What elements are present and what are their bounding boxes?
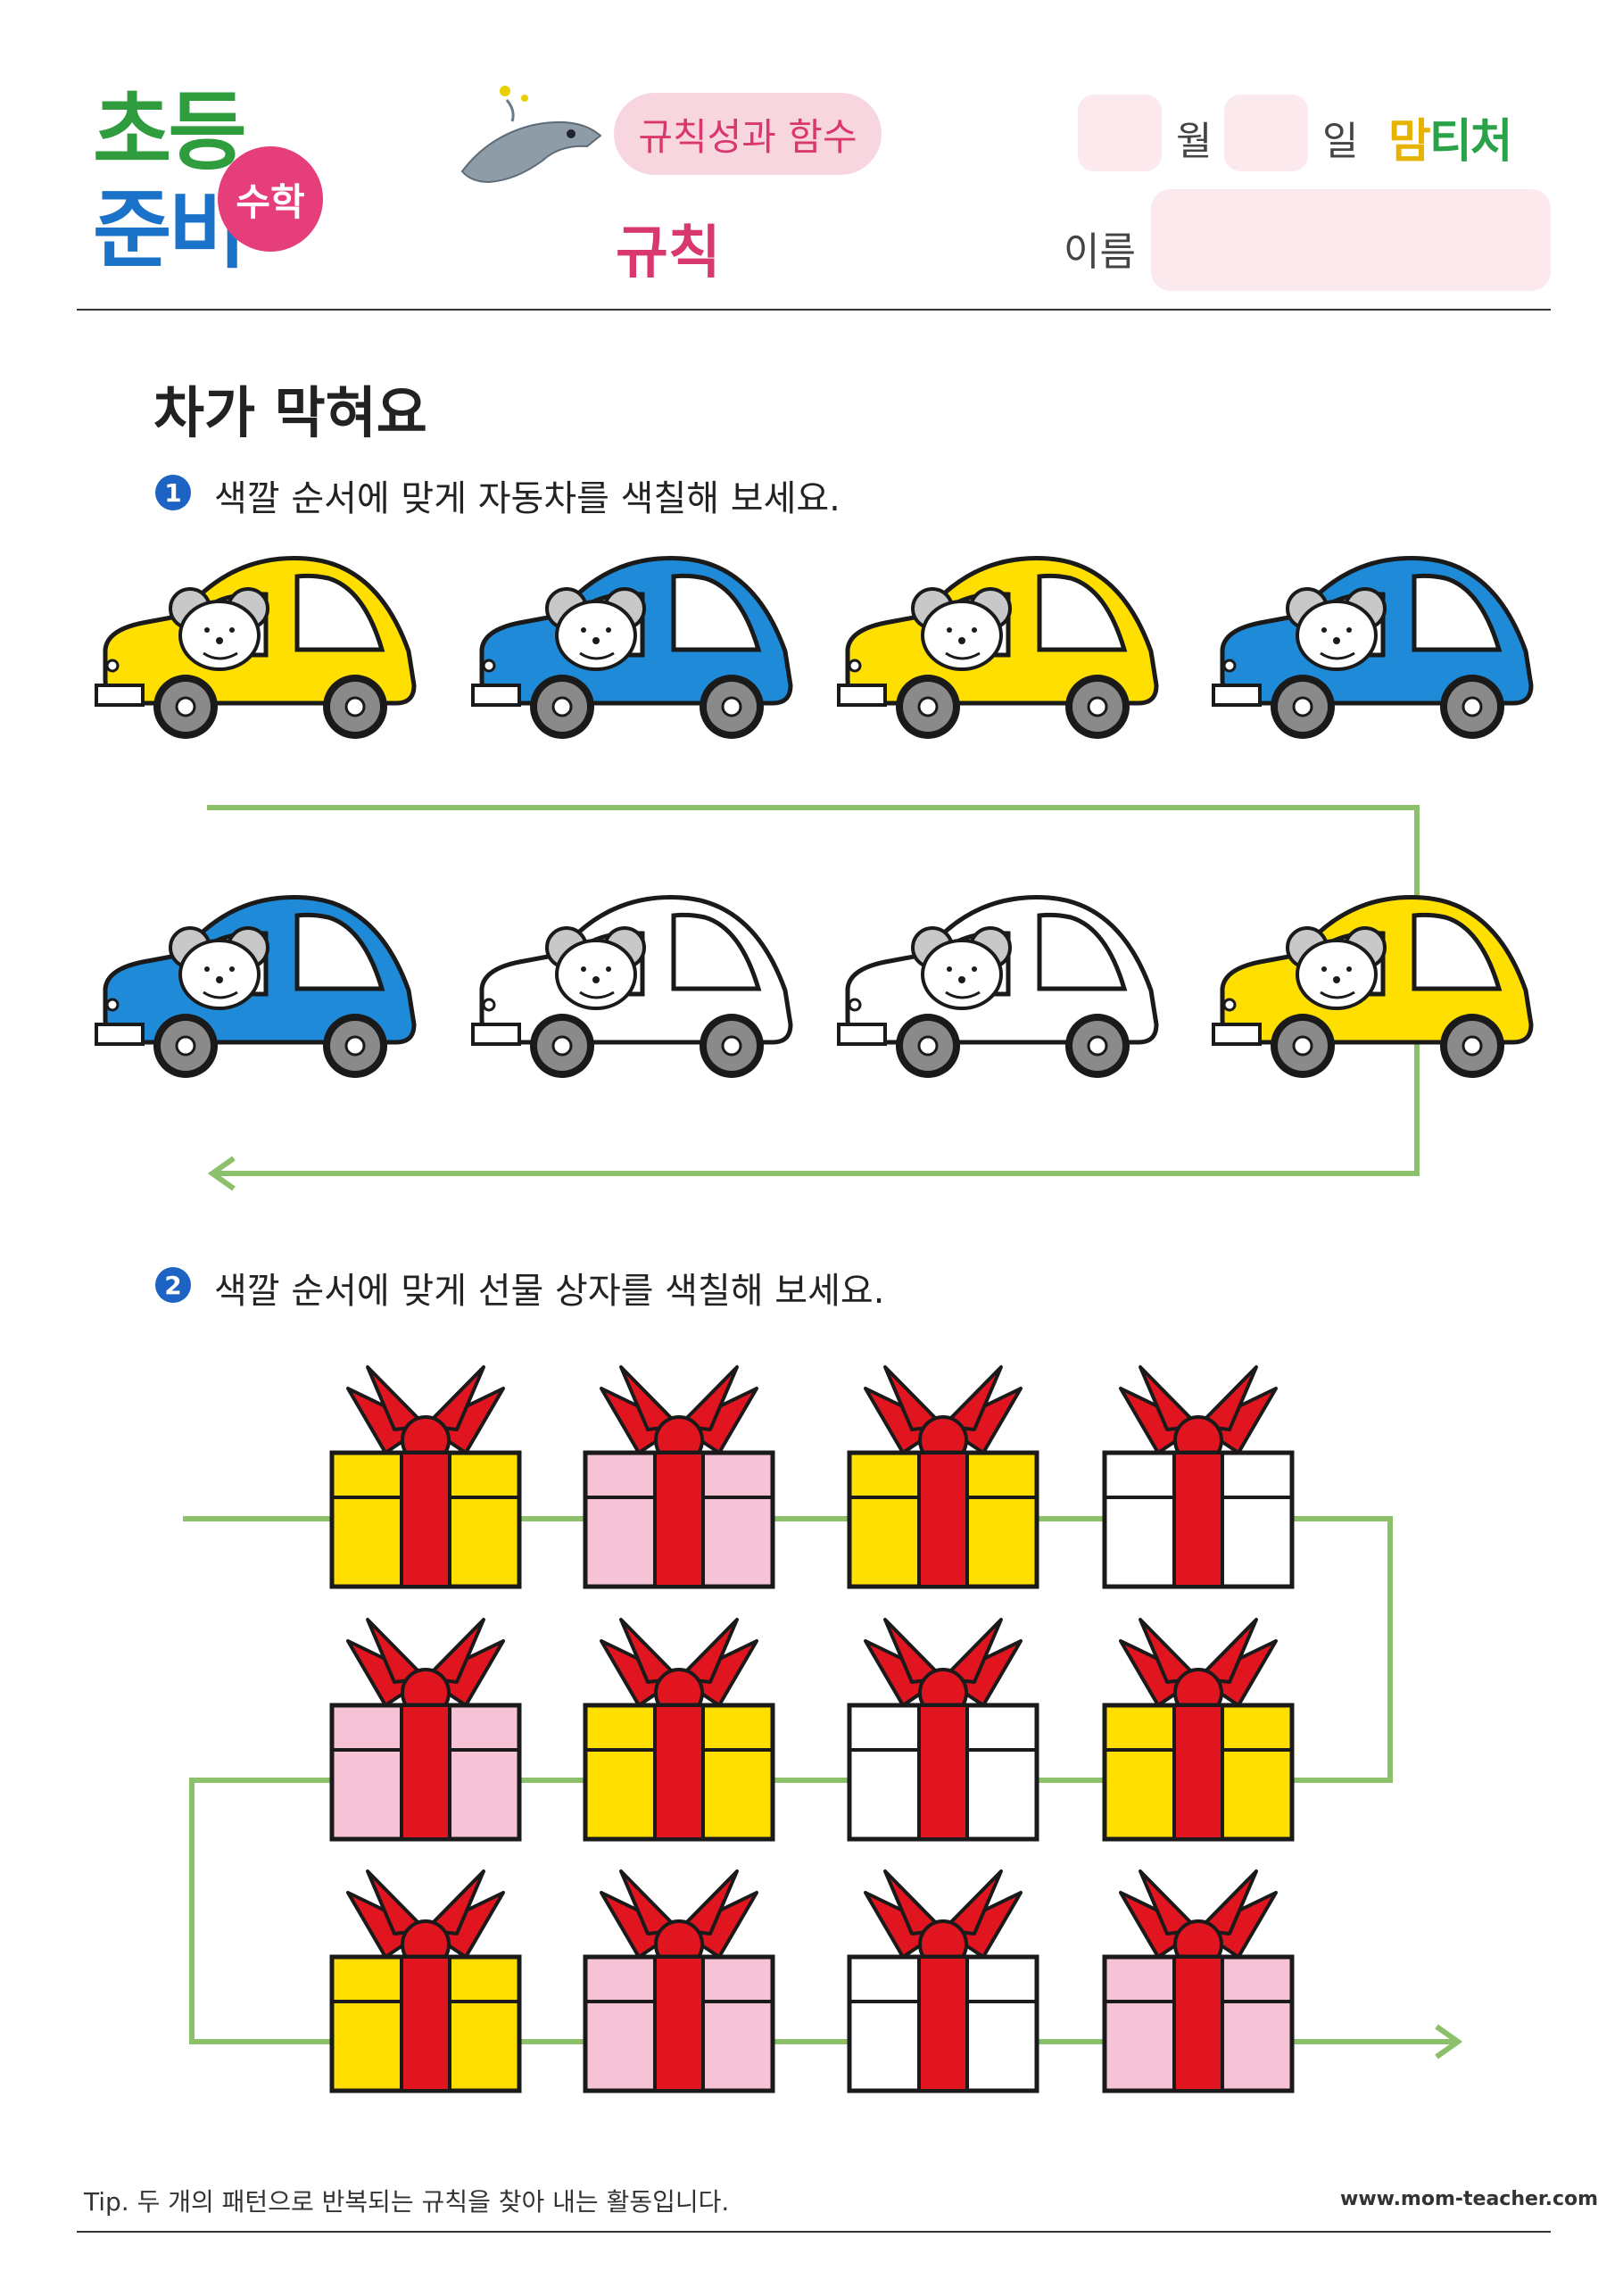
gift-box-yellow[interactable] (847, 1365, 1039, 1589)
question-1-text: 색깔 순서에 맞게 자동차를 색칠해 보세요. (214, 478, 840, 519)
question-2-text: 색깔 순서에 맞게 선물 상자를 색칠해 보세요. (214, 1271, 885, 1312)
gifts-row-3 (329, 1869, 1295, 2093)
footer-divider (77, 2231, 1551, 2233)
gifts-row-2 (329, 1618, 1295, 1842)
car-yellow[interactable] (1212, 895, 1534, 1078)
gift-box-yellow[interactable] (1102, 1618, 1295, 1842)
footer-tip: Tip. 두 개의 패턴으로 반복되는 규칙을 찾아 내는 활동입니다. (84, 2187, 730, 2217)
gift-box-white[interactable] (1102, 1365, 1295, 1589)
name-field[interactable] (1151, 189, 1551, 291)
car-white[interactable] (837, 895, 1159, 1078)
gift-box-yellow[interactable] (329, 1869, 522, 2093)
month-field[interactable] (1078, 95, 1162, 171)
car-blue[interactable] (95, 895, 417, 1078)
worksheet-title: 차가 막혀요 (153, 380, 427, 445)
car-yellow[interactable] (95, 556, 417, 739)
gift-box-pink[interactable] (583, 1869, 775, 2093)
month-label: 월 (1176, 119, 1213, 164)
logo: 초등 준비 수학 (93, 89, 325, 294)
question-1-number: 1 (155, 475, 191, 510)
brand-logo-a: 맘 (1388, 115, 1431, 169)
logo-badge: 수학 (218, 146, 323, 252)
gift-box-pink[interactable] (329, 1618, 522, 1842)
gift-pattern-area (183, 1365, 1463, 2093)
header-divider (77, 309, 1551, 311)
car-blue[interactable] (1212, 556, 1534, 739)
gift-path-arrowhead (1435, 2024, 1463, 2060)
gift-box-pink[interactable] (583, 1365, 775, 1589)
brand-logo-b: 티처 (1428, 115, 1513, 169)
question-2-number: 2 (155, 1267, 191, 1303)
gift-box-yellow[interactable] (329, 1365, 522, 1589)
car-blue[interactable] (471, 556, 793, 739)
name-label: 이름 (1064, 229, 1136, 275)
car-yellow[interactable] (837, 556, 1159, 739)
brand-logo: 맘티처 (1388, 104, 1513, 170)
car-path-arrowhead (207, 1156, 236, 1191)
page-subtitle: 규칙 (616, 220, 721, 286)
day-label: 일 (1322, 119, 1359, 164)
gift-box-white[interactable] (847, 1618, 1039, 1842)
gift-box-yellow[interactable] (583, 1618, 775, 1842)
unit-pill: 규칙성과 함수 (614, 93, 882, 175)
logo-text-top: 초등 (93, 82, 247, 182)
day-field[interactable] (1224, 95, 1308, 171)
gifts-row-1 (329, 1365, 1295, 1589)
cars-row-1 (95, 556, 1534, 739)
gift-box-pink[interactable] (1102, 1869, 1295, 2093)
gift-box-white[interactable] (847, 1869, 1039, 2093)
car-pattern-area (95, 556, 1534, 1191)
cars-row-2 (95, 895, 1534, 1078)
car-white[interactable] (471, 895, 793, 1078)
dolphin-icon (460, 86, 602, 184)
footer-url[interactable]: www.mom-teacher.com (1340, 2188, 1599, 2210)
